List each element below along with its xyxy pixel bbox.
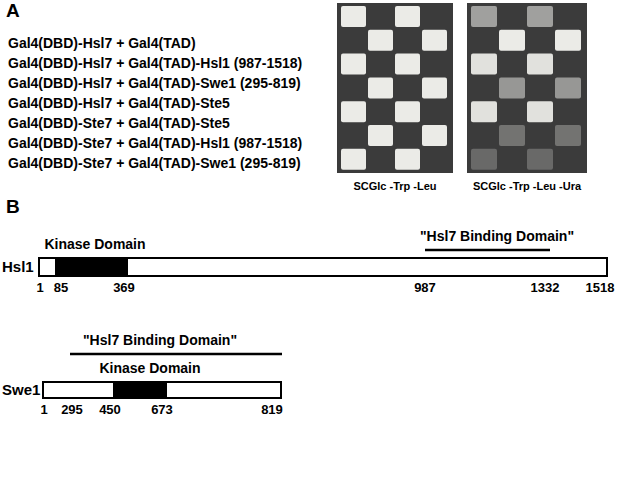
yeast-patch [368, 30, 393, 51]
yeast-patch [555, 30, 581, 51]
construct-pair: Gal4(DBD)-Ste7 + Gal4(TAD)-Ste5 [8, 115, 230, 131]
plate-photos [337, 3, 587, 173]
yeast-patch [395, 6, 420, 27]
construct-pair: Gal4(DBD)-Hsl7 + Gal4(TAD)-Hsl1 (987-151… [8, 55, 302, 71]
medium-label: SCGlc -Trp -Leu -Ura [473, 180, 581, 193]
construct-pair: Gal4(DBD)-Ste7 + Gal4(TAD)-Swe1 (295-819… [8, 155, 301, 171]
kinase-domain-block [55, 257, 128, 277]
yeast-patch [422, 30, 447, 51]
yeast-patch [527, 54, 553, 75]
construct-pair: Gal4(DBD)-Hsl7 + Gal4(TAD)-Ste5 [8, 95, 230, 111]
yeast-patch [341, 101, 366, 122]
binding-domain-line [425, 249, 550, 252]
residue-number: 673 [151, 403, 173, 418]
protein-bar: Hsl1 [0, 257, 608, 277]
yeast-patch [527, 6, 553, 27]
yeast-patch [395, 149, 420, 170]
domain-label: Kinase Domain [44, 236, 145, 252]
yeast-patch [471, 149, 497, 170]
yeast-patch [471, 6, 497, 27]
yeast-patch [555, 77, 581, 98]
residue-number: 987 [414, 281, 436, 296]
yeast-patch [527, 101, 553, 122]
agar-plate [337, 3, 453, 173]
binding-domain-line [70, 353, 282, 356]
residue-number: 1332 [531, 281, 560, 296]
medium-label: SCGlc -Trp -Leu [353, 180, 436, 193]
yeast-patch [422, 125, 447, 146]
residue-number: 1 [36, 281, 43, 296]
yeast-patch [368, 77, 393, 98]
residue-number: 819 [261, 403, 283, 418]
construct-pair: Gal4(DBD)-Hsl7 + Gal4(TAD) [8, 35, 196, 51]
panel-letter: A [6, 0, 20, 22]
yeast-patch [499, 125, 525, 146]
yeast-patch [499, 30, 525, 51]
construct-pair: Gal4(DBD)-Hsl7 + Gal4(TAD)-Swe1 (295-819… [8, 75, 301, 91]
protein-bar: Swe1 [0, 381, 282, 399]
domain-label: "Hsl7 Binding Domain" [83, 332, 237, 348]
yeast-patch [341, 149, 366, 170]
yeast-patch [499, 77, 525, 98]
construct-pair: Gal4(DBD)-Ste7 + Gal4(TAD)-Hsl1 (987-151… [8, 135, 302, 151]
residue-number: 369 [113, 281, 135, 296]
residue-number: 295 [61, 403, 83, 418]
agar-plate [467, 3, 587, 173]
yeast-patch [471, 101, 497, 122]
yeast-patch [341, 6, 366, 27]
yeast-patch [422, 77, 447, 98]
residue-number: 85 [54, 281, 68, 296]
yeast-patch [368, 125, 393, 146]
protein-outline [42, 381, 282, 399]
kinase-domain-block [113, 381, 167, 399]
yeast-patch [395, 101, 420, 122]
yeast-patch [341, 54, 366, 75]
residue-number: 1518 [586, 281, 615, 296]
protein-outline [38, 257, 608, 277]
protein-name: Hsl1 [2, 258, 34, 275]
domain-label: "Hsl7 Binding Domain" [420, 228, 574, 244]
domain-label: Kinase Domain [99, 360, 200, 376]
yeast-patch [395, 54, 420, 75]
yeast-patch [527, 149, 553, 170]
residue-number: 450 [99, 403, 121, 418]
panel-letter: B [6, 196, 20, 218]
yeast-patch [555, 125, 581, 146]
residue-number: 1 [40, 403, 47, 418]
protein-name: Swe1 [2, 381, 40, 398]
yeast-patch [471, 54, 497, 75]
